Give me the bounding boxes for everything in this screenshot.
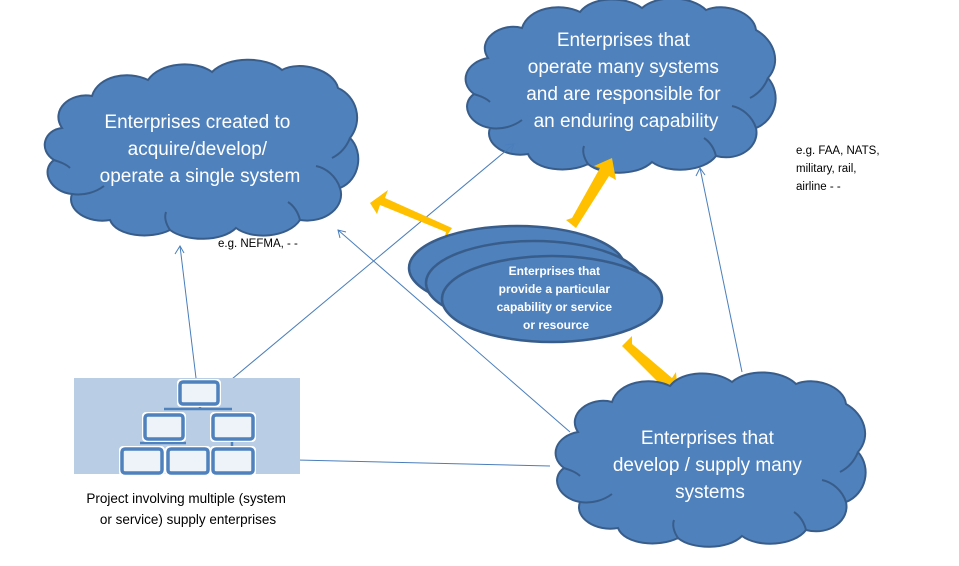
- cloud-single-system[interactable]: Enterprises created to acquire/develop/ …: [43, 58, 360, 240]
- capability-provider-stack[interactable]: Enterprises that provide a particular ca…: [407, 224, 664, 344]
- arrowhead-icon: [174, 245, 185, 255]
- flow-arrows: [370, 158, 678, 395]
- ellipse-front: [440, 254, 664, 344]
- single-system-example: e.g. NEFMA, - -: [218, 238, 298, 250]
- project-org-chart[interactable]: [74, 378, 300, 476]
- org-box-bottom-3: [211, 447, 255, 475]
- capability-provider-label: Enterprises that provide a particular ca…: [497, 264, 616, 332]
- flow-arrow-to-single-system: [370, 190, 452, 240]
- flow-arrow-to-operate-many: [566, 158, 616, 228]
- cloud-operate-many-systems[interactable]: Enterprises that operate many systems an…: [464, 0, 777, 174]
- single-system-label: Enterprises created to acquire/develop/ …: [100, 112, 301, 187]
- org-box-top: [178, 380, 220, 406]
- connector-project-to-operate-many: [225, 143, 515, 385]
- project-caption: Project involving multiple (system or se…: [86, 491, 289, 527]
- connectors: [174, 143, 743, 467]
- operate-many-systems-label: Enterprises that operate many systems an…: [526, 30, 726, 132]
- operate-many-systems-example: e.g. FAA, NATS, military, rail, airline …: [796, 145, 883, 193]
- connector-project-to-single-system: [179, 245, 197, 379]
- arrowhead-icon: [695, 167, 706, 177]
- connector-develop-to-project: [251, 458, 551, 467]
- org-box-bottom-1: [120, 447, 164, 475]
- arrowhead-icon: [337, 229, 347, 239]
- cloud-develop-supply[interactable]: Enterprises that develop / supply many s…: [554, 371, 867, 548]
- connector-develop-to-operate-many: [699, 167, 743, 373]
- flow-arrow-to-develop-supply: [622, 336, 678, 395]
- develop-supply-label: Enterprises that develop / supply many s…: [613, 428, 807, 503]
- arrowhead-icon: [504, 143, 515, 153]
- connector-develop-to-single-system: [337, 229, 571, 433]
- org-box-middle-right: [211, 413, 255, 441]
- org-box-middle-left: [143, 413, 185, 441]
- org-box-bottom-2: [166, 447, 210, 475]
